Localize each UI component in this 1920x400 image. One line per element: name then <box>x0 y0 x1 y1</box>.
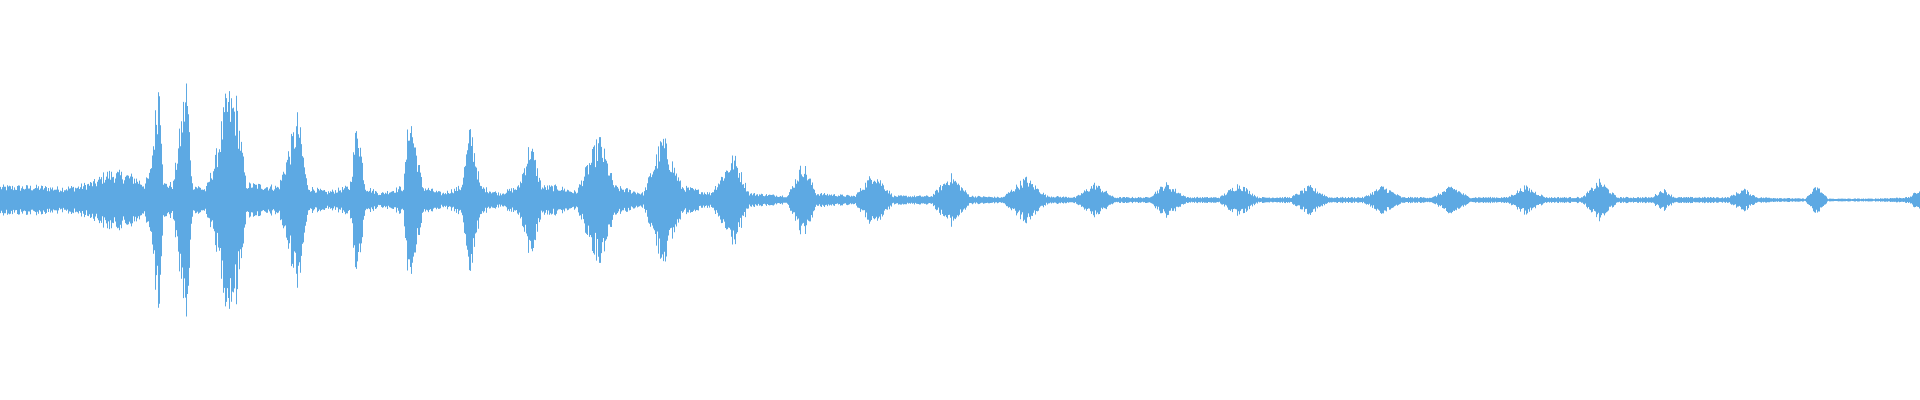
waveform-bars <box>0 83 1920 317</box>
